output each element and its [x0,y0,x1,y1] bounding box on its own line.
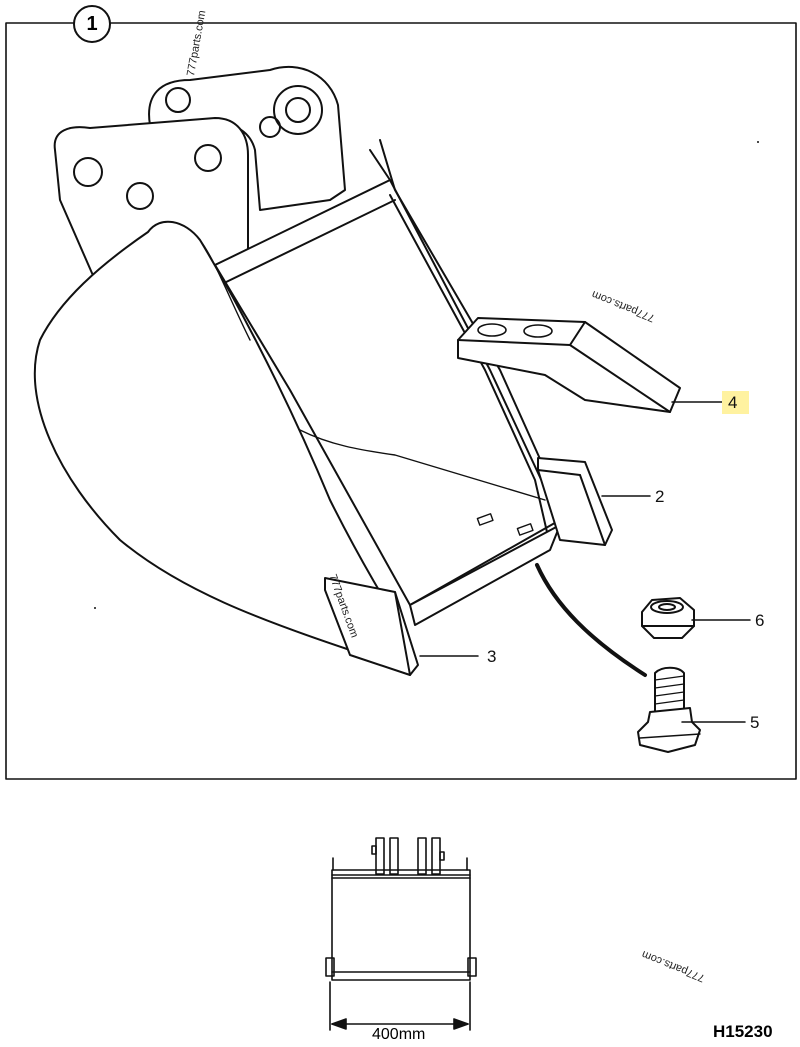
rear-bracket-hole [259,116,281,138]
nut [641,597,695,639]
bucket-cutting-edge [409,524,561,626]
tooth-edge [457,339,571,346]
bucket-top-edge [219,199,396,286]
bucket-inner-edge [369,149,391,181]
front-bracket-hole [194,144,222,172]
front-bracket-hole [73,157,103,187]
rear-bracket-hole [273,85,323,135]
diagram-frame [5,22,797,780]
side-cutter-right-edge [537,469,581,476]
tooth-edge [569,321,586,346]
dimension-label: 400mm [372,1026,426,1043]
bucket-inner-fold [299,429,546,501]
tooth-hole [523,324,553,338]
callout-label-6[interactable]: 6 [755,611,765,630]
front-view [325,837,477,1031]
callout-label-4[interactable]: 4 [722,391,750,414]
drawing-code: H15230 [713,1022,773,1041]
dimension-arrow-right [453,1018,469,1030]
dimension-arrow-left [331,1018,347,1030]
side-cutter-left-edge [394,591,411,676]
callout-label-5[interactable]: 5 [750,713,760,732]
diagram-number-badge: 1 [73,5,111,43]
side-cutter-right-edge [579,474,606,546]
bolt [637,666,701,753]
front-bracket-hole [126,182,154,210]
assembly-line [535,563,647,677]
tooth-edge [569,344,671,413]
tooth [457,317,681,413]
tooth-hole [477,323,507,337]
rear-bracket-hole [165,87,191,113]
bucket-left-side [33,220,411,651]
bucket [33,65,561,651]
callout-label-2[interactable]: 2 [655,487,665,506]
rear-bracket-hole [285,97,311,123]
bolt-slot [516,523,534,536]
callout-label-4-text: 4 [728,393,738,412]
bolt-slot [476,513,494,526]
front-view-body [331,869,471,981]
callout-label-3[interactable]: 3 [487,647,497,666]
bucket-left-side-inner [199,239,251,341]
